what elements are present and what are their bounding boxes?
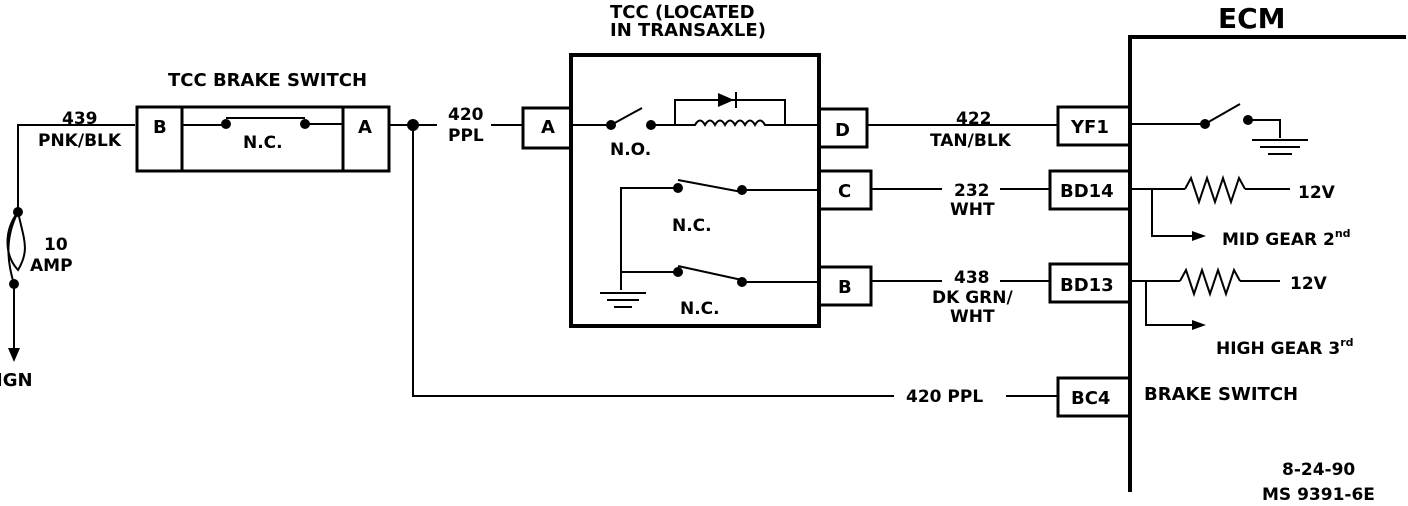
tcc-ground-icon — [600, 292, 646, 308]
resistor-icon — [1184, 174, 1246, 206]
tcc-pin-d: D — [835, 120, 850, 141]
tcc-pin-a: A — [541, 117, 555, 138]
tcc-nc-label-2: N.C. — [680, 299, 720, 319]
wire-420-color: PPL — [448, 126, 484, 146]
ign-feed — [6, 124, 135, 362]
wire-232-color: WHT — [950, 200, 995, 220]
ecm-title: ECM — [1218, 2, 1286, 35]
wires-tcc-ecm — [867, 124, 1058, 282]
ecm-pin-bc4: BC4 — [1071, 388, 1110, 409]
voltage-12v-1: 12V — [1298, 183, 1336, 203]
high-gear-label: HIGH GEAR 3rd — [1216, 336, 1354, 359]
arrow-right-icon — [1192, 320, 1206, 330]
tcc-brake-switch — [135, 105, 391, 173]
ign-label: IGN — [0, 370, 33, 391]
wire-422-number: 422 — [956, 109, 992, 129]
tcc-title-line1: TCC (LOCATED — [610, 2, 755, 23]
ecm-ground-icon — [1252, 139, 1308, 155]
resistor-icon — [1179, 266, 1241, 298]
diode-icon — [718, 93, 734, 107]
ecm-pin-bd13: BD13 — [1060, 275, 1114, 296]
diagram-reference: MS 9391-6E — [1262, 485, 1375, 505]
ecm-pin-yf1: YF1 — [1070, 117, 1109, 138]
tcc-pin-b: B — [838, 277, 852, 298]
ecm-pin-bd14: BD14 — [1060, 181, 1114, 202]
wire-438-color-line1: DK GRN/ — [932, 288, 1013, 308]
tcc-nc-label-1: N.C. — [672, 216, 712, 236]
mid-gear-label: MID GEAR 2nd — [1222, 227, 1351, 250]
wire-420-number: 420 — [448, 105, 484, 125]
brake-switch-nc-label: N.C. — [243, 133, 283, 153]
tcc-no-label: N.O. — [610, 140, 651, 160]
fuse-rating-line1: 10 — [44, 235, 68, 255]
tcc-title-line2: IN TRANSAXLE) — [610, 20, 766, 41]
wire-232-number: 232 — [954, 181, 990, 201]
wire-420 — [389, 119, 1058, 397]
voltage-12v-2: 12V — [1290, 274, 1328, 294]
brake-switch-pin-b: B — [153, 117, 167, 138]
ign-arrow-icon — [8, 348, 20, 362]
brake-switch-title: TCC BRAKE SWITCH — [168, 70, 367, 91]
wire-420-lower-label: 420 PPL — [906, 387, 983, 407]
wire-422-color: TAN/BLK — [930, 131, 1012, 151]
tcc-assembly — [521, 53, 873, 328]
ecm-module — [1048, 35, 1406, 492]
wire-439-number: 439 — [62, 109, 98, 129]
ecm-brake-switch-label: BRAKE SWITCH — [1144, 384, 1298, 405]
tcc-pin-c: C — [838, 181, 851, 202]
fuse-rating-line2: AMP — [30, 256, 73, 276]
wire-438-color-line2: WHT — [950, 307, 995, 327]
wire-438-number: 438 — [954, 268, 990, 288]
wire-439-color: PNK/BLK — [38, 131, 122, 151]
brake-switch-pin-a: A — [358, 117, 372, 138]
arrow-right-icon — [1192, 231, 1206, 241]
tcc-solenoid-coil — [675, 119, 785, 128]
diagram-date: 8-24-90 — [1282, 460, 1355, 480]
